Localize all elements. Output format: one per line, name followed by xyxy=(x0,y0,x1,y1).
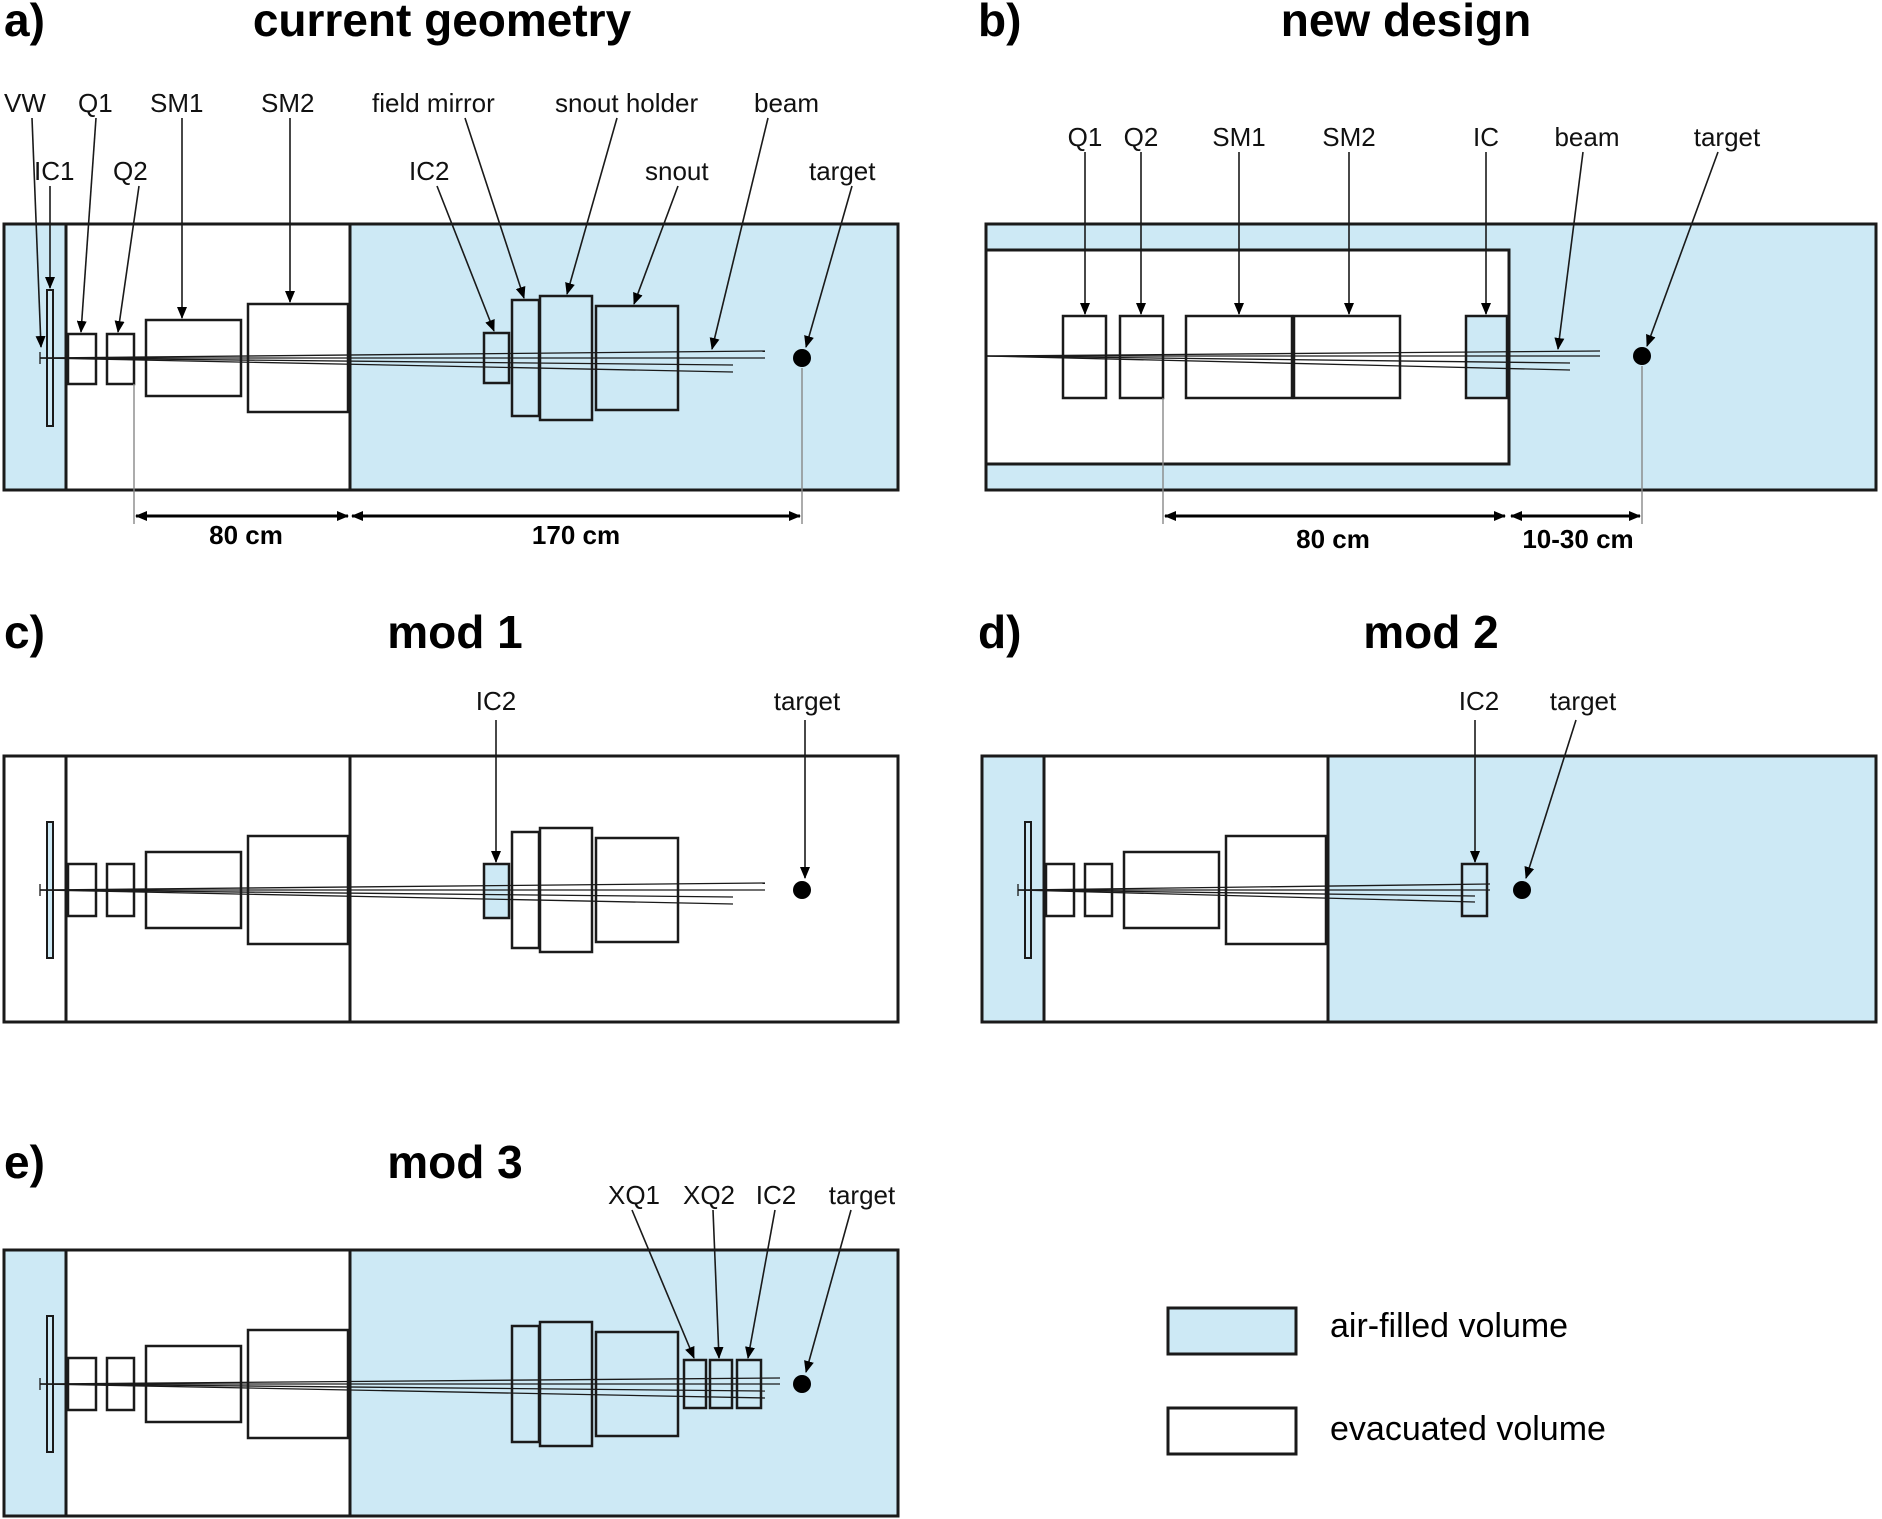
panel-b-sm1 xyxy=(1184,314,1294,400)
panel-c-ic2 xyxy=(482,862,511,920)
panel-e-label-xq2: XQ2 xyxy=(683,1180,735,1210)
panel-e-label-ic2: IC2 xyxy=(756,1180,796,1210)
panel-b-label-leaders xyxy=(1080,151,1719,350)
panel-b-label-q1: Q1 xyxy=(1068,122,1103,152)
panel-a-label-field-mirror: field mirror xyxy=(372,88,495,118)
panel-b: b) new design Q1 Q2 SM1 SM2 IC xyxy=(978,0,1878,554)
panel-b-sm2 xyxy=(1292,314,1402,400)
panel-b-beam-lines xyxy=(985,350,1601,371)
panel-d-letter: d) xyxy=(978,606,1021,658)
panel-a-dim-170cm: 170 cm xyxy=(532,520,620,550)
panel-a-label-beam: beam xyxy=(754,88,819,118)
panel-b-dim-80cm: 80 cm xyxy=(1296,524,1370,554)
panel-e-label-xq1: XQ1 xyxy=(608,1180,660,1210)
panel-a-label-snout-holder: snout holder xyxy=(555,88,698,118)
panel-a-label-target: target xyxy=(809,156,876,186)
panel-b-target xyxy=(1633,347,1651,365)
panel-a-extension-lines xyxy=(133,368,803,524)
panel-c-title: mod 1 xyxy=(387,606,522,658)
panel-d-target xyxy=(1513,881,1531,899)
panel-b-title: new design xyxy=(1281,0,1531,46)
panel-b-label-ic: IC xyxy=(1473,122,1499,152)
panel-a-target xyxy=(793,349,811,367)
legend-swatch-air xyxy=(1166,1306,1298,1356)
panel-a-label-ic1: IC1 xyxy=(34,156,74,186)
panel-a-beam-lines xyxy=(39,350,766,373)
panel-b-label-sm1: SM1 xyxy=(1212,122,1265,152)
panel-d-label-target: target xyxy=(1550,686,1617,716)
panel-b-label-target: target xyxy=(1694,122,1761,152)
panel-e-label-target: target xyxy=(829,1180,896,1210)
panel-e-title: mod 3 xyxy=(387,1136,522,1188)
panel-a-label-ic2: IC2 xyxy=(409,156,449,186)
panel-e: e) mod 3 XQ1 XQ2 IC2 ta xyxy=(2,1136,900,1518)
panel-a-dim-80cm: 80 cm xyxy=(209,520,283,550)
panel-d-label-leaders xyxy=(1470,719,1577,879)
panel-a-label-sm2: SM2 xyxy=(261,88,314,118)
panel-c-target xyxy=(793,881,811,899)
panel-a-label-q2: Q2 xyxy=(113,156,148,186)
panel-d: d) mod 2 IC2 target xyxy=(978,606,1878,1024)
panel-c-label-ic2: IC2 xyxy=(476,686,516,716)
panel-d-beam-lines xyxy=(1017,883,1491,903)
panel-b-ic xyxy=(1464,314,1509,400)
panel-e-beam-lines xyxy=(39,1377,781,1399)
panel-e-letter: e) xyxy=(4,1136,45,1188)
panel-b-label-q2: Q2 xyxy=(1124,122,1159,152)
panel-c: c) mod 1 IC2 target xyxy=(2,606,900,1024)
panel-a-title: current geometry xyxy=(253,0,632,46)
panel-b-label-beam: beam xyxy=(1554,122,1619,152)
panel-c-label-target: target xyxy=(774,686,841,716)
panel-a-letter: a) xyxy=(4,0,45,46)
panel-b-extension-lines xyxy=(1162,366,1643,524)
panel-a: a) current geometry xyxy=(2,0,900,550)
panel-e-target xyxy=(793,1375,811,1393)
panel-a-label-snout: snout xyxy=(645,156,709,186)
panel-b-letter: b) xyxy=(978,0,1021,46)
panel-c-letter: c) xyxy=(4,606,45,658)
legend-label-evacuated: evacuated volume xyxy=(1330,1410,1606,1448)
legend: air-filled volume evacuated volume xyxy=(1166,1306,1606,1456)
panel-a-label-leaders xyxy=(31,117,853,350)
legend-label-air: air-filled volume xyxy=(1330,1307,1568,1345)
panel-d-title: mod 2 xyxy=(1363,606,1498,658)
panel-a-label-vw: VW xyxy=(4,88,46,118)
panel-a-label-sm1: SM1 xyxy=(150,88,203,118)
legend-swatch-evacuated xyxy=(1166,1406,1298,1456)
panel-a-label-q1: Q1 xyxy=(78,88,113,118)
panel-d-label-ic2: IC2 xyxy=(1459,686,1499,716)
panel-c-label-leaders xyxy=(491,720,810,879)
panel-b-dim-10-30cm: 10-30 cm xyxy=(1522,524,1633,554)
panel-c-beam-lines xyxy=(39,882,766,905)
panel-b-label-sm2: SM2 xyxy=(1322,122,1375,152)
panel-e-label-leaders xyxy=(631,1209,852,1373)
